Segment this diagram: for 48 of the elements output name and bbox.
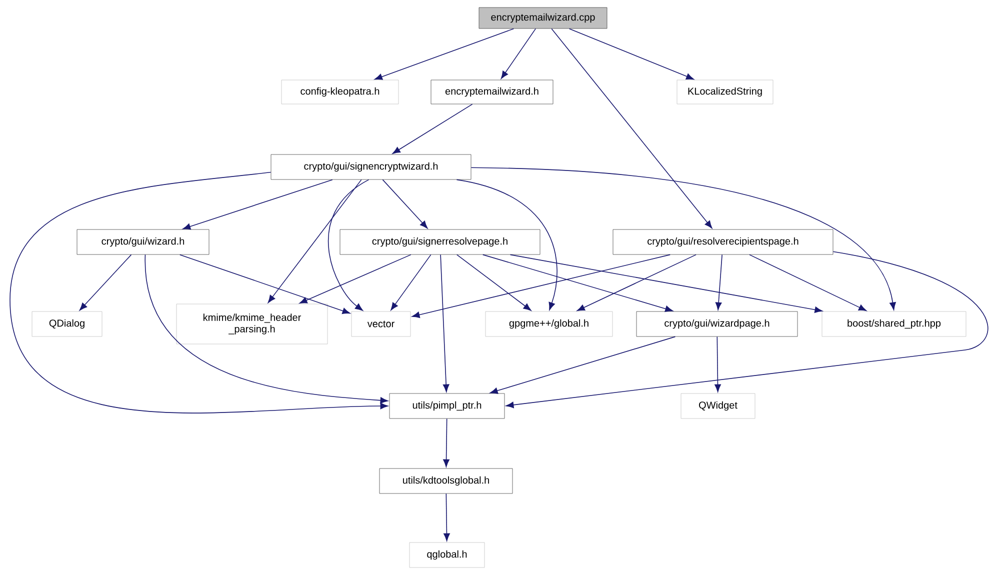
arrow (568, 28, 694, 80)
file-box: utils/kdtoolsglobal.h (379, 468, 513, 494)
arrow (443, 418, 450, 468)
file-box: QDialog (32, 311, 102, 337)
file-box: utils/pimpl_ptr.h (389, 393, 505, 419)
file-box: encryptemailwizard.cpp (478, 7, 608, 29)
arrow (179, 254, 350, 314)
arrow (470, 167, 896, 310)
arrow (79, 254, 132, 311)
file-box: crypto/gui/resolverecipientspage.h (612, 229, 834, 255)
arrow (374, 28, 514, 80)
file-box: crypto/gui/wizardpage.h (636, 311, 798, 337)
arrow (390, 254, 432, 310)
arrow (382, 179, 428, 229)
arrow (268, 179, 362, 303)
file-box: QWidget (680, 393, 756, 419)
arrow (714, 336, 721, 392)
arrow (482, 254, 673, 312)
arrow (506, 251, 988, 408)
arrow (456, 179, 558, 310)
file-box: qglobal.h (409, 542, 485, 568)
file-box: config-kleopatra.h (281, 80, 399, 104)
arrow (412, 254, 670, 318)
file-box: gpgme++/global.h (485, 311, 613, 337)
arrow (299, 254, 412, 304)
arrow (749, 254, 866, 311)
arrow (328, 179, 370, 311)
arrow (182, 179, 333, 230)
arrow (440, 254, 450, 392)
arrow (444, 493, 450, 542)
arrow (392, 104, 473, 154)
file-box: kmime/kmime_header _parsing.h (176, 304, 328, 344)
file-box: KLocalizedString (676, 80, 774, 104)
file-box: vector (351, 311, 411, 337)
file-box: crypto/gui/wizard.h (76, 229, 210, 255)
file-box: boost/shared_ptr.hpp (822, 311, 966, 337)
arrow (456, 254, 532, 311)
arrow (10, 172, 388, 414)
arrow (490, 336, 676, 394)
file-box: encryptemailwizard.h (430, 80, 554, 104)
arrow (500, 28, 536, 79)
file-box: crypto/gui/signerresolvepage.h (340, 229, 540, 255)
arrow (144, 254, 388, 404)
arrow (510, 254, 823, 313)
arrow (576, 254, 696, 312)
file-box: crypto/gui/signencryptwizard.h (270, 154, 472, 180)
arrow (551, 28, 712, 228)
arrow (715, 254, 722, 310)
